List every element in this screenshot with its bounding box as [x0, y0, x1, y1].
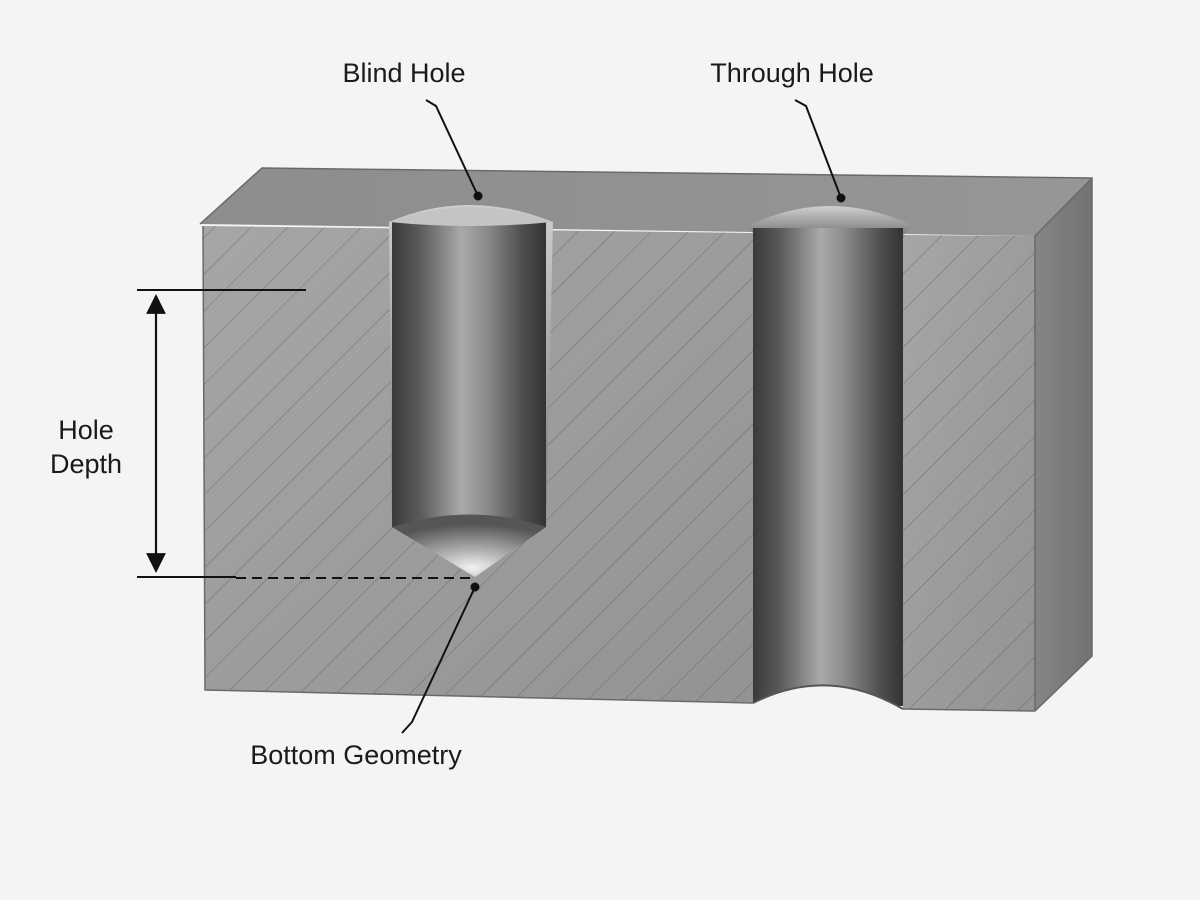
bottom-geometry-leader — [401, 586, 476, 734]
blind-hole-label: Blind Hole — [342, 58, 466, 88]
blind-hole — [389, 205, 553, 577]
hole-depth-label: Hole Depth — [50, 413, 122, 481]
blind-hole-leader — [425, 99, 479, 197]
block-side-face — [1035, 178, 1092, 711]
through-hole — [748, 206, 913, 711]
block-top-face — [200, 168, 1092, 236]
through-hole-label: Through Hole — [710, 58, 874, 88]
through-hole-leader — [794, 99, 842, 199]
leader-lines — [401, 99, 846, 734]
hole-depth-dimension — [137, 289, 475, 579]
blind-hole-cone-bottom — [392, 514, 546, 577]
bottom-geometry-label: Bottom Geometry — [250, 740, 462, 770]
hole-depth-label-line1: Hole — [58, 415, 114, 445]
section-face-right — [903, 235, 1035, 711]
block-edges — [199, 167, 1093, 712]
hole-depth-label-line2: Depth — [49, 449, 123, 479]
